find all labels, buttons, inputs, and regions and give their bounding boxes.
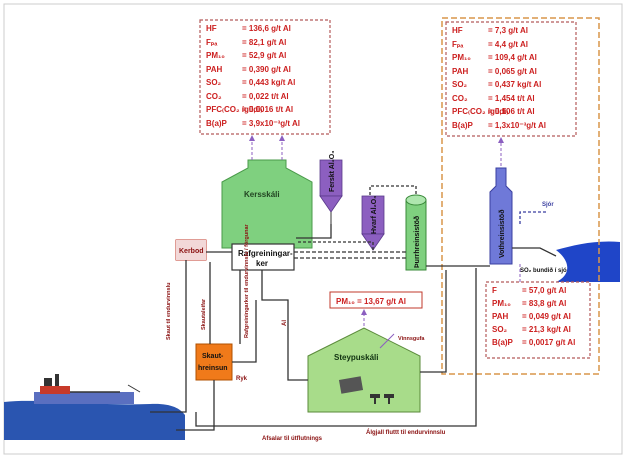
emission-value: = 82,1 g/t Al: [242, 37, 287, 47]
emissions-box-wet: [485, 281, 591, 359]
anode-cleaning-label-1: Skaut-: [202, 353, 224, 360]
emission-name: B(a)P: [452, 120, 473, 130]
emission-value: = 0,443 kg/t Al: [242, 78, 296, 87]
silo-fresh-alumina: [319, 159, 343, 224]
emission-name: PFC₍CO₂ ígildi₎: [452, 107, 509, 116]
kerbod-fill: [176, 240, 206, 260]
emission-name: PAH: [452, 66, 469, 76]
emission-value: = 0,022 t/t Al: [242, 91, 289, 101]
emission-name: Fₚₐ: [206, 37, 218, 47]
emission-value: = 0,0017 g/t Al: [522, 338, 576, 347]
pm10-label: PM₁₀ = 13,67 g/t Al: [336, 297, 406, 306]
emission-name: B(a)P: [206, 118, 227, 128]
wet-scrubber-label: Vothreinsistöð: [498, 210, 506, 258]
emission-value: = 21,3 kg/t Al: [522, 325, 571, 334]
electrolysis-label-1: Rafgreiningar-: [238, 249, 293, 258]
dry-scrubber-label: Þurrhreinsistöð: [413, 216, 421, 268]
emission-name: PAH: [206, 64, 223, 74]
emission-name: HF: [452, 26, 463, 35]
emission-name: PM₁₀: [206, 51, 225, 60]
anode-recycle-label: Skaut til endurvinnslu: [166, 283, 172, 340]
emission-value: = 83,8 g/t Al: [522, 299, 567, 308]
emission-value: = 52,9 g/t Al: [242, 51, 287, 60]
anode-cleaning-box: [195, 343, 233, 381]
emission-value: = 0,0016 t/t Al: [242, 105, 294, 114]
electrolysis-cell: [231, 243, 295, 271]
emissions-box-potroom: [199, 19, 331, 135]
emission-value: = 4,4 g/t Al: [488, 39, 528, 49]
emission-value: = 7,3 g/t Al: [488, 26, 528, 35]
emission-value: = 136,6 g/t Al: [242, 24, 291, 33]
anode-cleaning-label-2: hreinsun: [198, 365, 228, 372]
emission-value: = 1,3x10⁻³g/t Al: [488, 120, 546, 130]
emission-value: = 3,9x10⁻³g/t Al: [242, 118, 300, 128]
emission-value: = 0,390 g/t Al: [242, 64, 291, 74]
emission-value: = 0,437 kg/t Al: [488, 80, 542, 89]
dry-scrubber: [405, 194, 427, 271]
sea-left: [4, 400, 185, 440]
emission-arrows: [249, 135, 521, 349]
al-flow-label: Al: [282, 320, 288, 326]
anode-residue-label: Skautaleifar: [201, 298, 207, 330]
wet-scrubber: [489, 167, 513, 265]
emission-value: = 57,0 g/t Al: [522, 286, 567, 295]
emission-value: = 109,4 g/t Al: [488, 53, 537, 62]
ship-icon: [34, 374, 141, 404]
emission-name: SO₂: [206, 78, 222, 87]
flow-lines: [150, 185, 557, 431]
emissions-box-scrubber: [445, 21, 577, 137]
steam-label: Vinnsgufa: [398, 336, 425, 342]
casthouse-label: Steypuskáli: [334, 353, 378, 362]
emission-name: HF: [206, 24, 217, 33]
emission-name: SO₂: [452, 80, 468, 89]
casting-furnace-icon: [338, 376, 394, 404]
emission-name: CO₂: [452, 93, 468, 103]
casthouse-building: [307, 327, 421, 413]
sea-right: [556, 241, 620, 282]
emission-name: SO₂: [492, 325, 508, 334]
emission-value: = 0,049 g/t Al: [522, 312, 571, 321]
emission-name: F: [492, 286, 497, 295]
pot-recycle-label: Rafgreiningarker til endurvinnslu / förg…: [244, 223, 250, 338]
electrolysis-label-2: ker: [256, 259, 268, 268]
export-label: Afsalar til útflutnings: [262, 436, 323, 442]
emission-name: PAH: [492, 312, 509, 321]
pm10-box: [329, 291, 423, 309]
so2-seawater-label: SO₂ bundið í sjó: [520, 267, 567, 274]
silo-reacted-label: Hvarf Al₂O₃: [371, 196, 378, 234]
potroom-building: [221, 159, 313, 249]
silo-fresh-label: Ferskt Al₂O₃: [329, 151, 336, 193]
emission-name: B(a)P: [492, 338, 513, 347]
dross-label: Álgjall fluttt til endurvinnslu: [366, 429, 446, 436]
emission-name: PFC₍CO₂ ígildi₎: [206, 105, 263, 114]
emission-name: PM₁₀: [492, 299, 511, 308]
dust-label: Ryk: [236, 376, 248, 382]
emission-value: = 0,106 t/t Al: [488, 107, 535, 116]
emission-name: Fₚₐ: [452, 39, 464, 49]
emission-value: = 0,065 g/t Al: [488, 66, 537, 76]
emission-value: = 1,454 t/t Al: [488, 93, 535, 103]
emission-name: PM₁₀: [452, 53, 471, 62]
wet-scrubber-boundary: [441, 17, 600, 375]
potroom-label: Kersskáli: [244, 190, 280, 199]
seawater-label: Sjór: [542, 202, 554, 208]
emission-name: CO₂: [206, 91, 222, 101]
kerbod-label: Kerbod: [179, 248, 204, 255]
